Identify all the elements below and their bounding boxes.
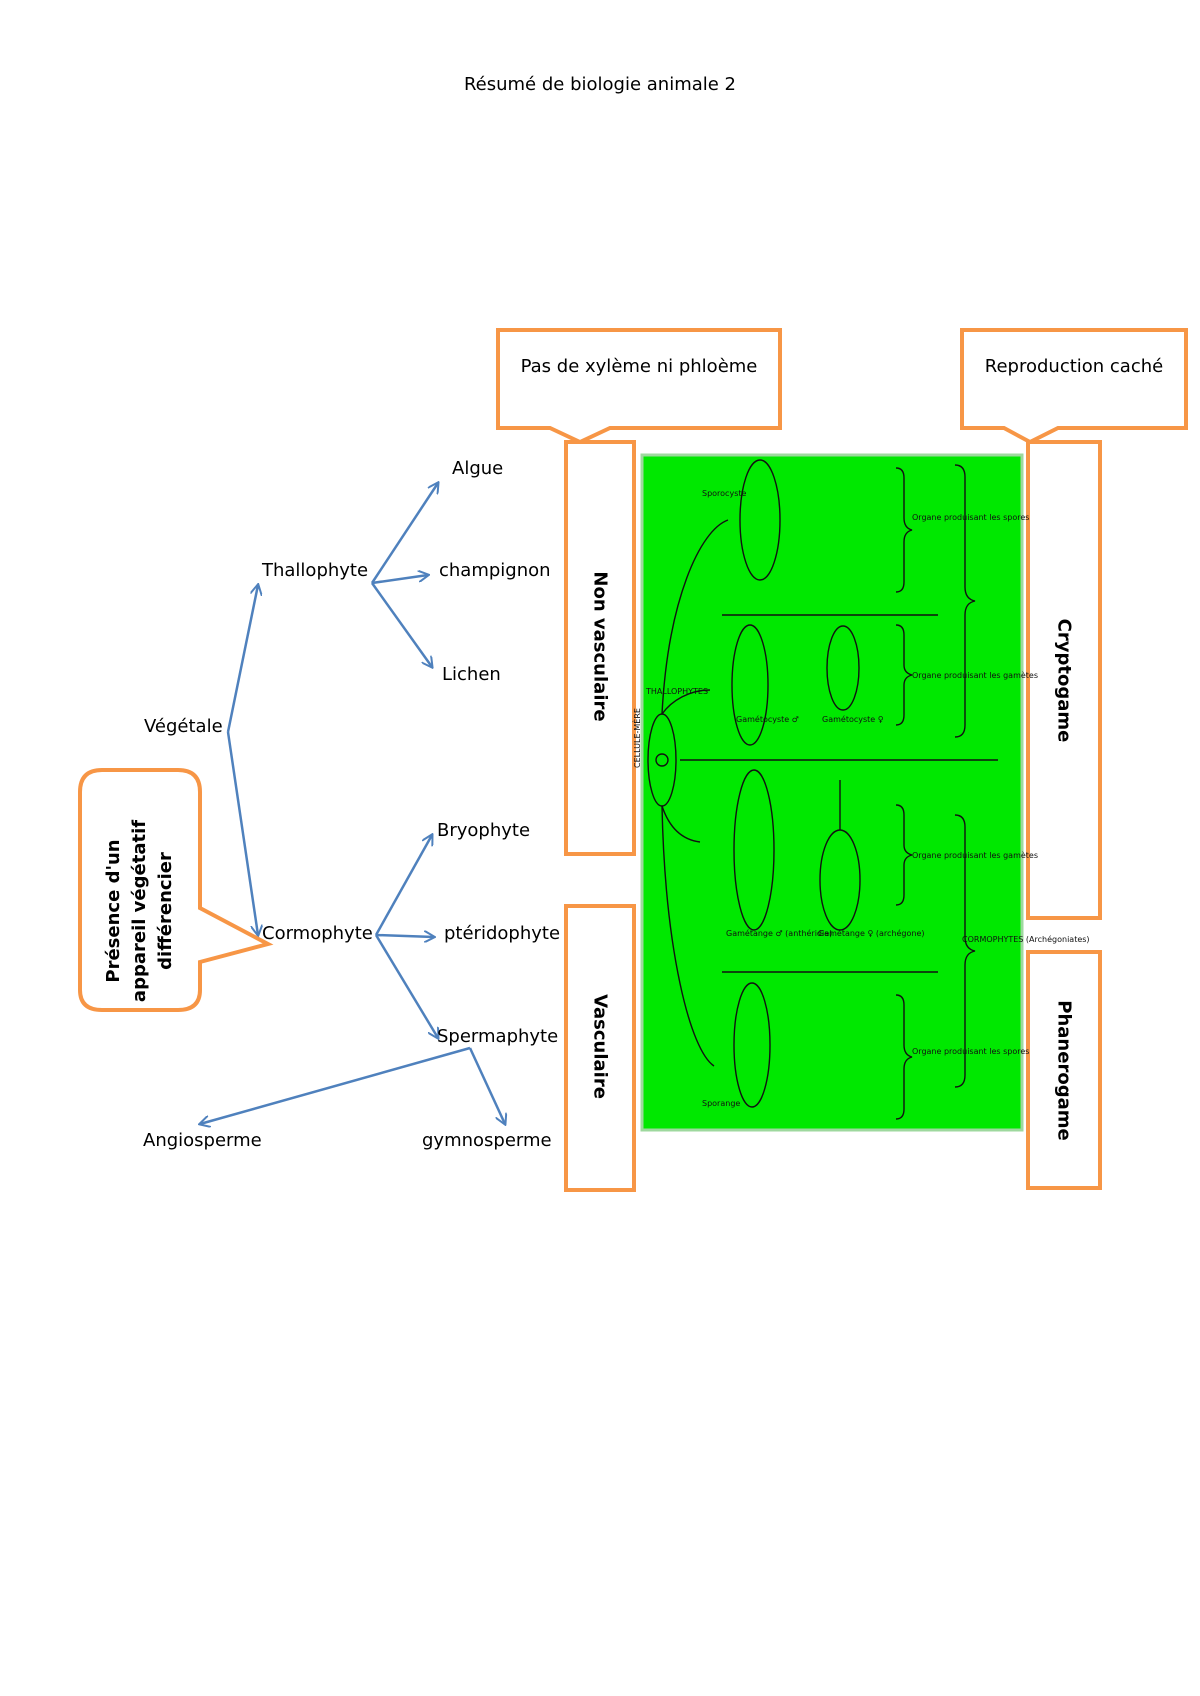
arrow-angiosperme <box>200 1046 471 1124</box>
arrow-vegetale-cormophyte <box>226 731 258 935</box>
node-angiosperme: Angiosperme <box>143 1130 262 1151</box>
node-pteridophyte: ptéridophyte <box>444 923 561 944</box>
node-spermaphyte: Spermaphyte <box>437 1026 559 1047</box>
box-non-vasculaire: Non vasculaire <box>589 571 611 722</box>
arrow-spermaphyte <box>374 934 438 1038</box>
box-vasculaire-shape <box>564 904 636 1192</box>
node-lichen: Lichen <box>442 664 501 685</box>
arrow-pteridophyte <box>375 935 434 937</box>
node-gymnosperme: gymnosperme <box>422 1130 552 1151</box>
page-title: Résumé de biologie animale 2 <box>463 74 737 95</box>
arrow-vegetale-thallophyte <box>226 585 258 733</box>
box-cryptogame: Cryptogame <box>1053 618 1075 743</box>
box-non-vasculaire-shape <box>564 440 636 856</box>
callout-xylem: Pas de xylème ni phloème <box>520 356 758 377</box>
node-thallophyte: Thallophyte <box>262 560 369 581</box>
arrow-algue <box>370 483 438 584</box>
box-phanerogame-shape <box>1026 950 1102 1190</box>
box-vasculaire: Vasculaire <box>589 994 611 1099</box>
callout-reproduction-shape <box>960 328 1188 445</box>
node-cormophyte: Cormophyte <box>262 923 373 944</box>
callout-appareil-shape <box>78 768 274 1012</box>
arrow-champignon <box>371 575 428 585</box>
arrow-gymnosperme <box>468 1047 505 1124</box>
arrow-lichen <box>370 582 432 667</box>
node-bryophyte: Bryophyte <box>437 820 531 841</box>
arrow-bryophyte <box>374 835 432 936</box>
callout-reproduction: Reproduction caché <box>984 356 1164 377</box>
node-champignon: champignon <box>439 560 551 581</box>
callout-xylem-shape <box>496 328 782 445</box>
box-phanerogame: Phanerogame <box>1053 1000 1075 1141</box>
box-cryptogame-shape <box>1026 440 1102 920</box>
callout-appareil: Présence d'un appareil végétatif différe… <box>103 819 176 1003</box>
node-vegetale: Végétale <box>144 716 223 737</box>
node-algue: Algue <box>452 458 504 479</box>
